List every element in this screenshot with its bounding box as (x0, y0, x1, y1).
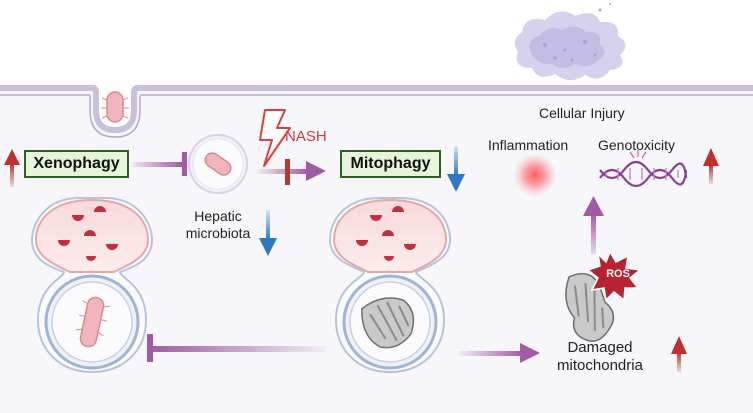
damaged-mitochondria-up-arrow (671, 336, 687, 372)
microbiota-vesicle (188, 134, 248, 194)
mitophagy-label: Mitophagy (350, 155, 431, 172)
ros-to-genotoxicity-arrow (583, 196, 604, 254)
microbiota-down-arrow (259, 210, 277, 256)
dna-icon (599, 150, 688, 188)
debris-cloud-icon (514, 3, 626, 81)
inflammation-glow-icon (513, 153, 557, 197)
to-damaged-mitochondria-arrow (458, 343, 540, 363)
xenophagy-up-arrow (4, 149, 20, 187)
lysosome-icon (58, 206, 118, 261)
mitophagy-inhibits-xenophagy (147, 334, 327, 362)
mitophagy-autolysosome (328, 197, 452, 374)
xenophagy-autolysosome (30, 197, 154, 374)
inflammation-label: Inflammation (488, 137, 569, 153)
ros-label: ROS (606, 268, 630, 280)
mitophagy-down-arrow (447, 146, 465, 192)
cellular-injury-label: Cellular Injury (539, 105, 625, 121)
mitochondrion-icon (361, 297, 415, 349)
bacterium-icon (204, 152, 232, 176)
xenophagy-inhibits-microbiota (132, 152, 187, 176)
hepatic-microbiota-label: Hepatic microbiota (185, 208, 251, 241)
microbiota-to-mitophagy-arrow (256, 159, 326, 185)
xenophagy-label: Xenophagy (33, 155, 120, 172)
bacterium-icon (75, 296, 110, 348)
xenophagy-box: Xenophagy (24, 150, 129, 178)
genotoxicity-up-arrow (703, 148, 719, 184)
lightning-icon (259, 109, 291, 167)
genotoxicity-label: Genotoxicity (598, 137, 676, 153)
lysosome-icon (356, 206, 416, 261)
bacterium-icon (101, 91, 129, 123)
mitophagy-box: Mitophagy (340, 150, 441, 178)
nash-label: NASH (285, 128, 327, 145)
ros-burst-icon (586, 250, 642, 302)
damaged-mitochondria-label: Damaged mitochondria (557, 339, 643, 374)
